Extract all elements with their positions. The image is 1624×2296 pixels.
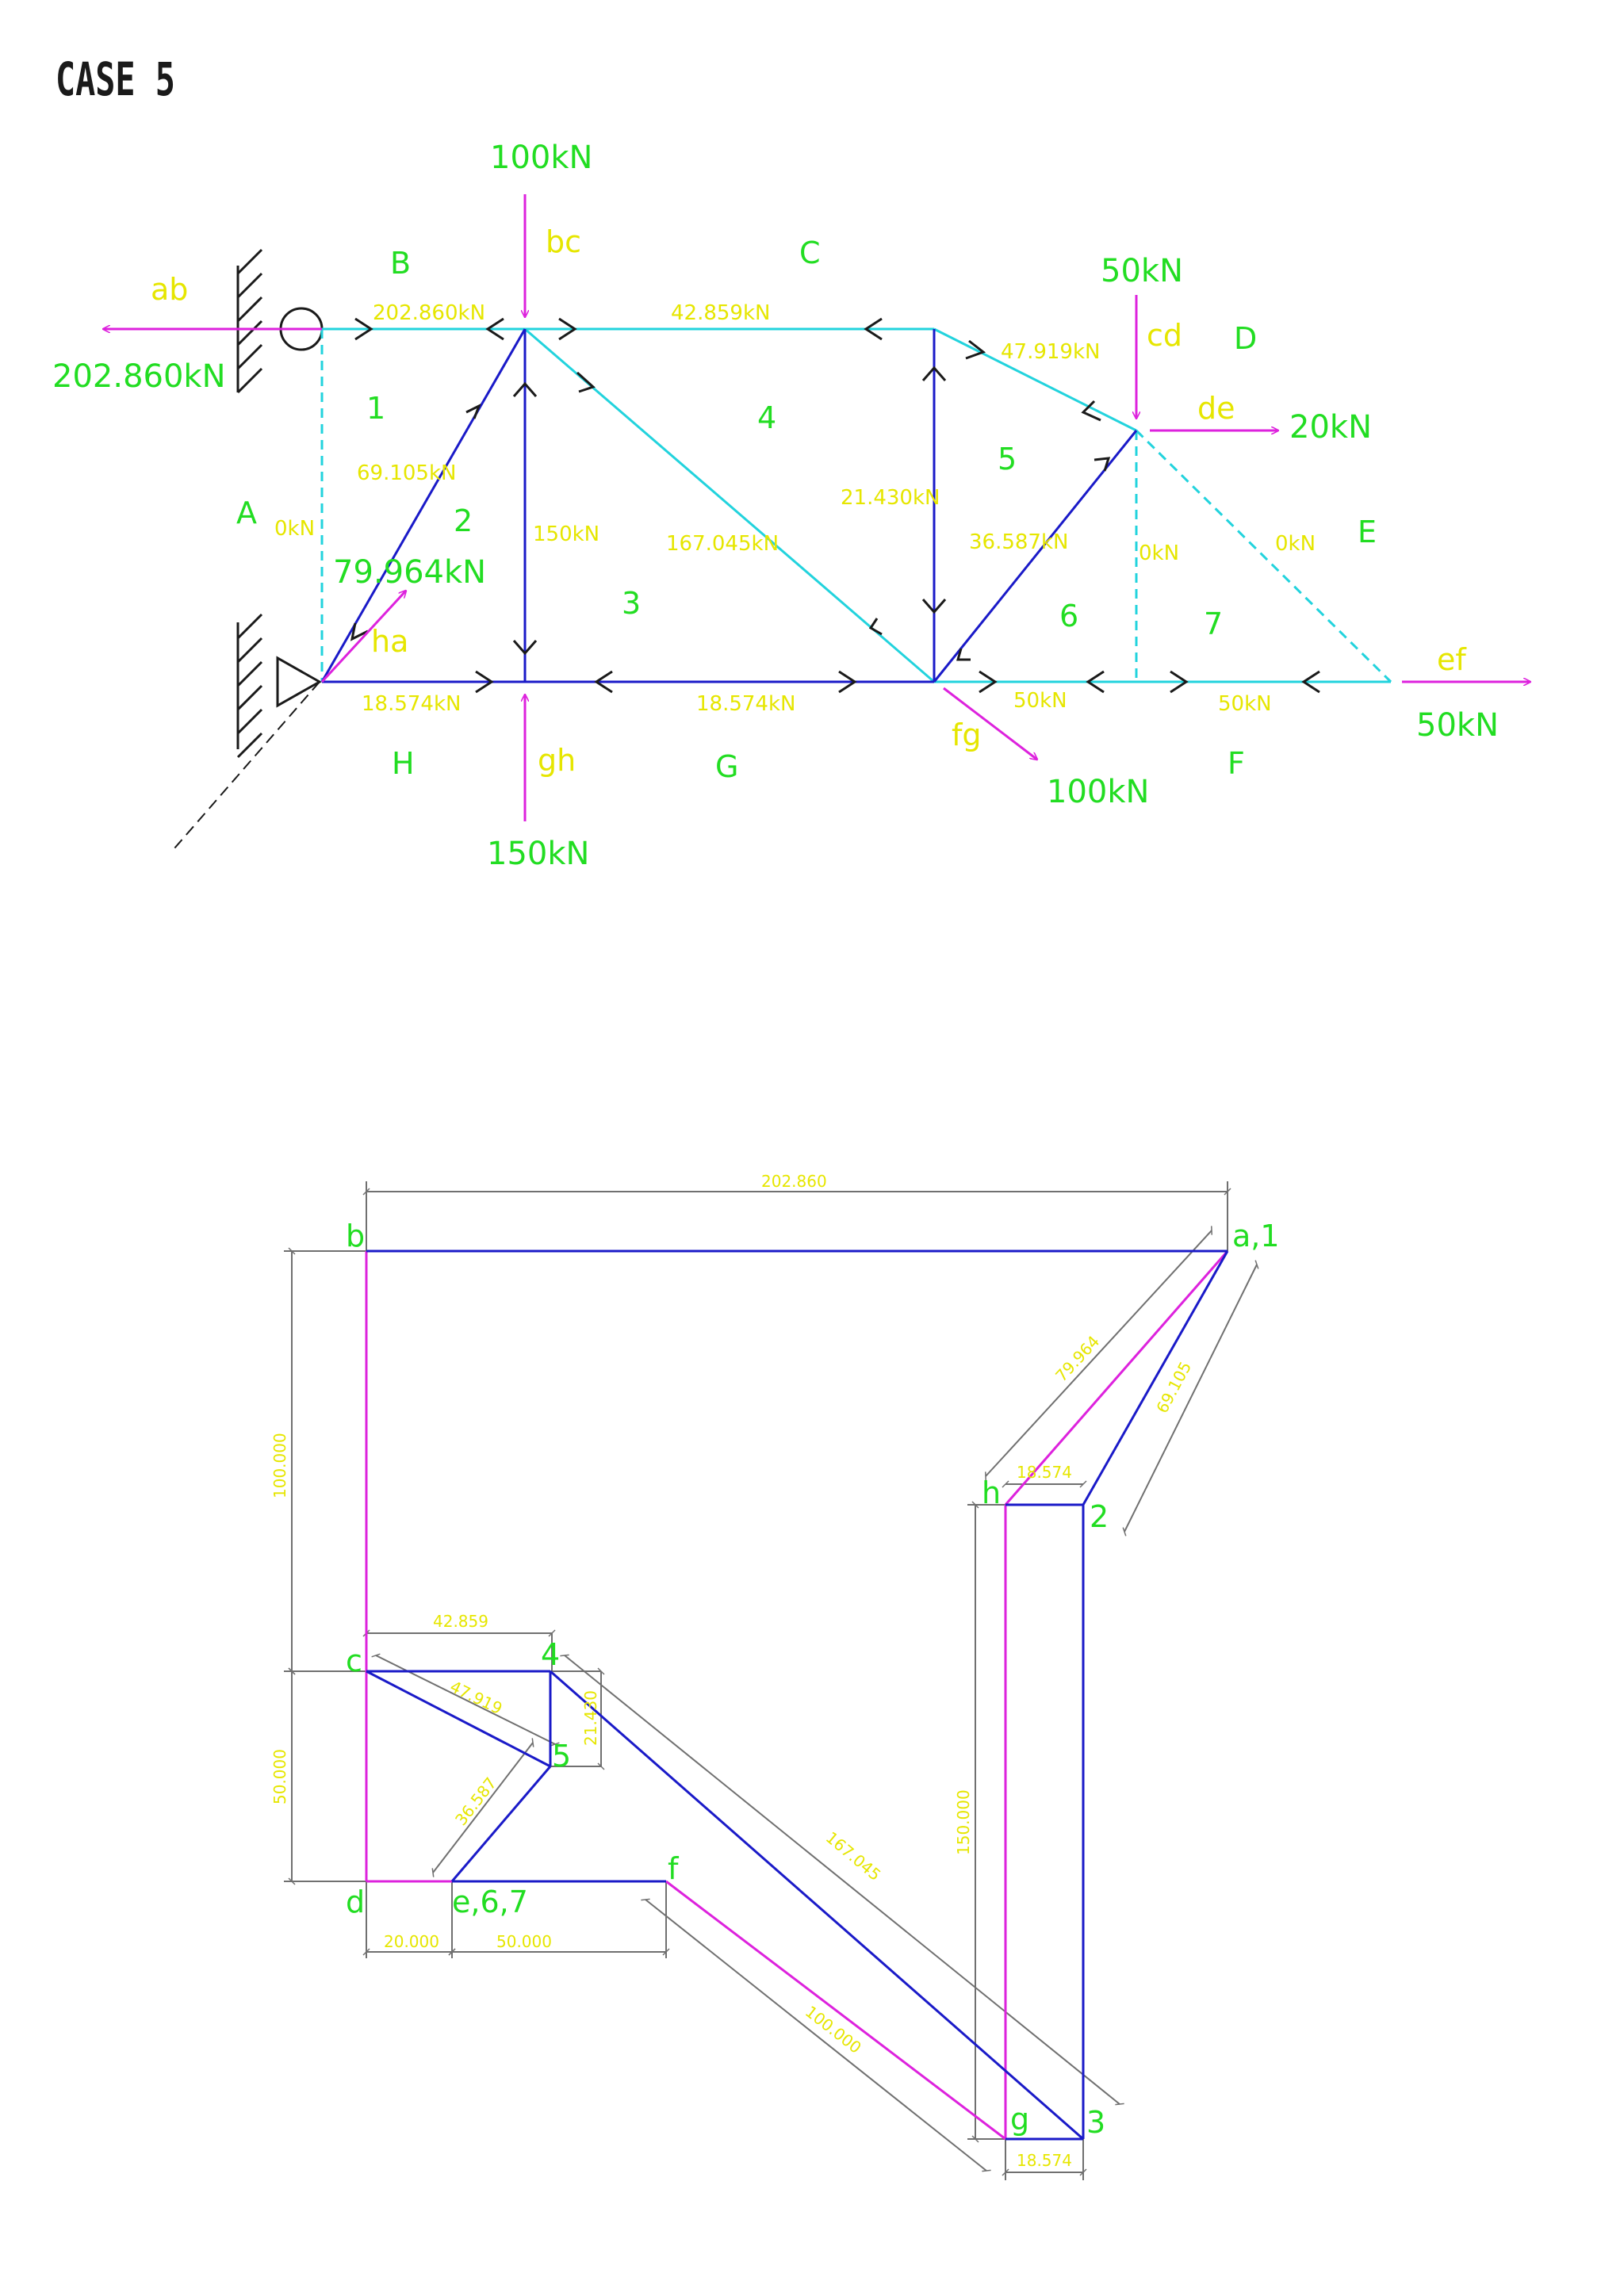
dim-left-lower: 50.000 <box>270 1749 289 1804</box>
point-3: 3 <box>1086 2105 1105 2140</box>
region-3: 3 <box>622 586 641 621</box>
force-label-fg: fg <box>952 718 982 752</box>
point-4: 4 <box>541 1637 560 1672</box>
force-diagram: b a,1 h 2 c 4 5 d e,6,7 f g 3 202.860 10… <box>270 1172 1280 2180</box>
force-bottom-r1: 50kN <box>1013 689 1067 713</box>
point-d: d <box>346 1885 365 1919</box>
dim-h-width: 18.574 <box>1017 1463 1072 1482</box>
force-label-ef: ef <box>1437 642 1467 677</box>
pin-support <box>174 613 323 849</box>
reaction-left-label: 202.860kN <box>52 358 226 395</box>
load-50kn-top: 50kN <box>1101 253 1183 289</box>
dim-diag-69: 69.105 <box>1152 1358 1195 1416</box>
load-100kn-bottom: 100kN <box>1047 774 1149 810</box>
force-label-bc: bc <box>546 224 581 259</box>
reaction-pin-label: 79.964kN <box>333 554 486 591</box>
zone-h: H <box>392 746 415 781</box>
dim-w50: 50.000 <box>496 1932 552 1951</box>
point-b: b <box>346 1219 365 1253</box>
region-7: 7 <box>1204 607 1223 641</box>
region-numbers: 1 2 3 4 5 6 7 <box>366 391 1223 641</box>
load-150kn: 150kN <box>487 836 589 872</box>
point-5: 5 <box>552 1739 571 1774</box>
zone-g: G <box>715 749 738 784</box>
point-f: f <box>668 1851 680 1886</box>
point-2: 2 <box>1090 1499 1109 1534</box>
force-diag-1: 69.105kN <box>357 461 456 485</box>
applied-load-labels: 100kN 202.860kN 50kN 20kN 50kN 100kN 150… <box>52 140 1499 872</box>
force-label-de: de <box>1197 391 1235 426</box>
force-label-gh: gh <box>538 743 576 778</box>
zone-a: A <box>236 496 257 530</box>
zone-labels: A B C D E F G H <box>236 235 1377 784</box>
load-50kn-right: 50kN <box>1416 707 1499 744</box>
force-left-vertical: 0kN <box>274 517 315 541</box>
force-bottom-mid: 18.574kN <box>696 692 795 716</box>
dim-w20: 20.000 <box>384 1932 439 1951</box>
force-label-cd: cd <box>1147 318 1182 353</box>
force-vertical-0-right: 0kN <box>1139 541 1179 565</box>
force-diag-36: 36.587kN <box>969 530 1068 554</box>
force-vertical-21: 21.430kN <box>841 486 940 510</box>
force-diag-0-right: 0kN <box>1275 532 1316 556</box>
force-bottom-left: 18.574kN <box>362 692 461 716</box>
zone-d: D <box>1234 321 1257 356</box>
dim-d36: 36.587 <box>451 1774 500 1829</box>
force-label-ab: ab <box>151 272 188 307</box>
force-top-mid: 42.859kN <box>671 301 770 325</box>
primary-members <box>320 328 1138 683</box>
dim-v21: 21.430 <box>581 1690 600 1746</box>
region-1: 1 <box>366 391 385 426</box>
truss-diagram: 100kN 202.860kN 50kN 20kN 50kN 100kN 150… <box>52 140 1530 872</box>
dim-top: 202.860 <box>761 1172 827 1191</box>
member-direction-arrows <box>350 317 1320 694</box>
force-diag-167: 167.045kN <box>666 532 779 556</box>
dimension-lines <box>284 1181 1259 2180</box>
zone-e: E <box>1358 515 1377 549</box>
force-notation-labels: ab bc cd de ef fg gh ha <box>151 224 1467 778</box>
member-force-labels: 202.860kN 42.859kN 47.919kN 0kN 69.105kN… <box>274 301 1316 716</box>
zone-f: F <box>1228 746 1245 781</box>
zone-c: C <box>799 235 821 270</box>
dim-d167: 167.045 <box>822 1827 885 1885</box>
dim-c-diag: 47.919 <box>447 1677 505 1718</box>
dim-left-upper: 100.000 <box>270 1433 289 1498</box>
point-e67: e,6,7 <box>452 1885 528 1919</box>
point-a1: a,1 <box>1232 1219 1280 1253</box>
force-top-right-slope: 47.919kN <box>1001 340 1100 364</box>
zone-b: B <box>390 246 411 281</box>
region-6: 6 <box>1059 599 1078 633</box>
applied-force-arrows <box>103 194 1530 821</box>
force-polygon-load-lines <box>365 1250 1229 2141</box>
force-diagram-point-labels: b a,1 h 2 c 4 5 d e,6,7 f g 3 <box>346 1219 1280 2140</box>
load-20kn: 20kN <box>1289 409 1372 446</box>
force-label-ha: ha <box>371 624 408 659</box>
point-g: g <box>1010 2102 1029 2137</box>
force-top-left: 202.860kN <box>373 301 485 325</box>
region-4: 4 <box>757 400 776 435</box>
point-h: h <box>982 1475 1001 1510</box>
point-c: c <box>346 1644 362 1678</box>
force-polygon-members <box>366 1249 1229 2141</box>
page-title: CASE 5 <box>56 52 175 106</box>
region-5: 5 <box>998 442 1017 476</box>
dim-bottom: 18.574 <box>1017 2151 1072 2170</box>
dim-tall-150: 150.000 <box>954 1789 973 1855</box>
force-vertical-150: 150kN <box>533 522 599 546</box>
region-2: 2 <box>454 503 473 538</box>
dim-c-width: 42.859 <box>433 1612 488 1631</box>
roller-support <box>236 248 324 394</box>
force-bottom-r2: 50kN <box>1218 692 1272 716</box>
load-100kn-top: 100kN <box>490 140 592 176</box>
